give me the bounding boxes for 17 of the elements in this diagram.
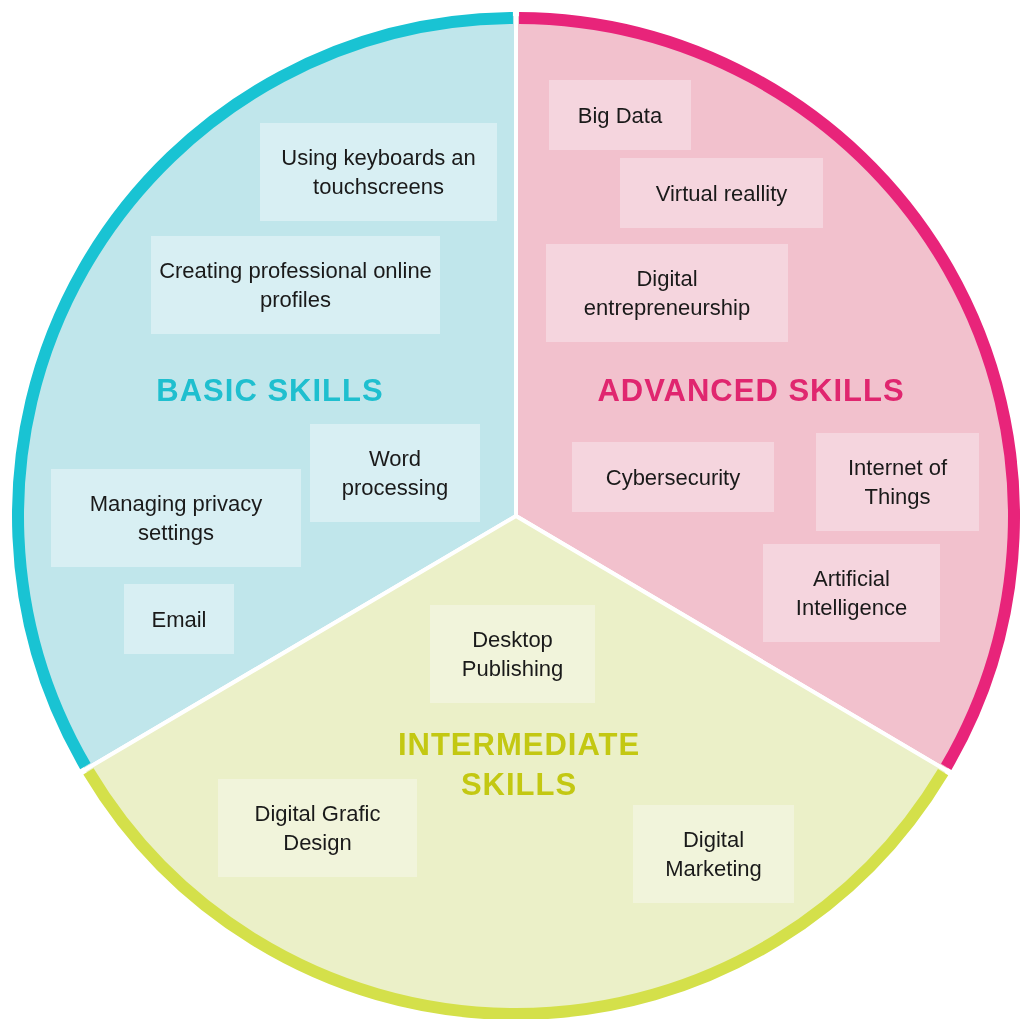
skill-box: Word processing [310,424,480,522]
skill-box: Desktop Publishing [430,605,595,703]
skill-box: Using keyboards an touchscreens [260,123,497,221]
sector-title: ADVANCED SKILLS [596,372,906,410]
sector-title: BASIC SKILLS [155,372,385,410]
skill-box: Cybersecurity [572,442,774,512]
skill-box: Digital entrepreneurship [546,244,788,342]
skill-box: Big Data [549,80,691,150]
skill-box: Artificial Intelligence [763,544,940,642]
skill-box: Virtual reallity [620,158,823,228]
skill-box: Digital Grafic Design [218,779,417,877]
skill-box: Internet of Things [816,433,979,531]
skill-box: Creating professional online profiles [151,236,440,334]
skill-box: Digital Marketing [633,805,794,903]
pie-sector [83,516,950,1019]
skill-box: Email [124,584,234,654]
skill-box: Managing privacy settings [51,469,301,567]
